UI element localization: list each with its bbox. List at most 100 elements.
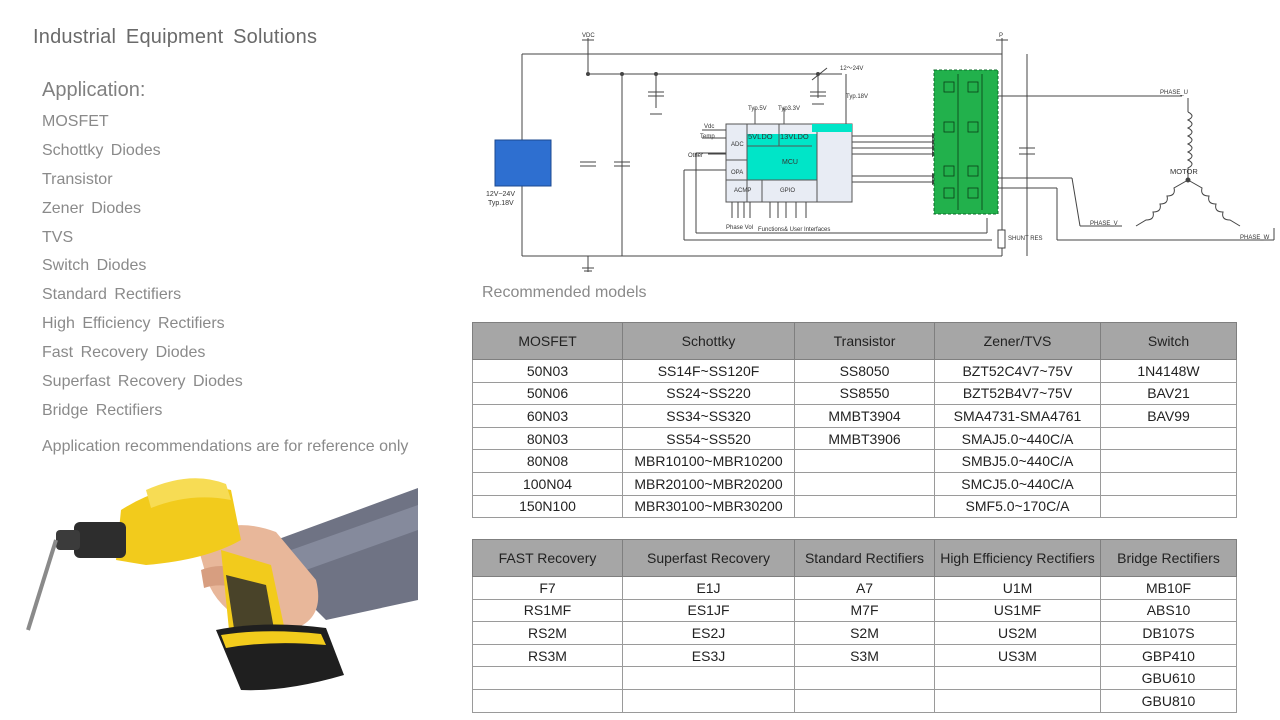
label-phase-u: PHASE_U: [1160, 90, 1188, 96]
application-item: Superfast Recovery Diodes: [42, 373, 243, 391]
table-cell: M7F: [794, 598, 935, 623]
table-cell: [934, 688, 1101, 713]
label-12-24v: 12～24V: [840, 66, 863, 72]
label-vdc: VDC: [582, 33, 595, 39]
label-shunt-res: SHUNT RES: [1008, 236, 1043, 242]
recommended-models-label: Recommended models: [482, 284, 647, 301]
table-cell: 100N04: [472, 471, 623, 496]
application-item: Schottky Diodes: [42, 141, 161, 159]
table-cell: GBU810: [1100, 688, 1237, 713]
table-cell: 150N100: [472, 494, 623, 519]
table-row: GBU610: [472, 666, 1237, 690]
table-cell: MB10F: [1100, 576, 1237, 600]
table-cell: A7: [794, 576, 935, 600]
table-cell: [794, 666, 935, 690]
label-phase-vol: Phase Vol: [726, 225, 753, 231]
column-header: Bridge Rectifiers: [1100, 539, 1237, 577]
table-cell: SS54~SS520: [622, 426, 795, 451]
table-cell: SS34~SS320: [622, 404, 795, 428]
table-cell: GBU610: [1100, 666, 1237, 690]
column-header: FAST Recovery: [472, 539, 623, 577]
column-header: Transistor: [794, 322, 935, 360]
label-p: P: [999, 33, 1003, 39]
table-cell: MMBT3904: [794, 404, 935, 428]
table-cell: [794, 688, 935, 713]
application-item: Fast Recovery Diodes: [42, 344, 206, 362]
table-cell: [472, 688, 623, 713]
table-cell: RS1MF: [472, 598, 623, 623]
table-cell: 50N06: [472, 381, 623, 406]
label-supply-b: Typ.18V: [488, 200, 514, 207]
table-cell: [1100, 494, 1237, 519]
label-13vldo: 13VLDO: [780, 132, 809, 141]
table-cell: RS2M: [472, 621, 623, 645]
table-cell: US1MF: [934, 598, 1101, 623]
table-cell: 80N03: [472, 426, 623, 451]
column-header: Standard Rectifiers: [794, 539, 935, 577]
application-item: Zener Diodes: [42, 199, 142, 217]
table-cell: SMAJ5.0~440C/A: [934, 426, 1101, 451]
label-motor: MOTOR: [1170, 167, 1198, 176]
reference-note: Application recommendations are for refe…: [42, 438, 409, 455]
table-cell: US2M: [934, 621, 1101, 645]
table-cell: S3M: [794, 643, 935, 668]
cordless-drill-image: [26, 478, 418, 691]
table-cell: SMBJ5.0~440C/A: [934, 449, 1101, 473]
table-cell: DB107S: [1100, 621, 1237, 645]
table-cell: SS8050: [794, 359, 935, 383]
label-gpio: GPIO: [780, 188, 795, 194]
table-cell: 80N08: [472, 449, 623, 473]
label-acmp: ACMP: [734, 188, 751, 194]
application-item: MOSFET: [42, 113, 109, 130]
label-5vldo: 5VLDO: [748, 132, 773, 141]
table-cell: MBR10100~MBR10200: [622, 449, 795, 473]
table-cell: ES1JF: [622, 598, 795, 623]
column-header: Zener/TVS: [934, 322, 1101, 360]
table-cell: 50N03: [472, 359, 623, 383]
label-phase-v: PHASE_V: [1090, 221, 1118, 227]
table-cell: MBR20100~MBR20200: [622, 471, 795, 496]
table-cell: SMF5.0~170C/A: [934, 494, 1101, 519]
table-cell: [1100, 449, 1237, 473]
application-item: Standard Rectifiers: [42, 286, 182, 304]
table-cell: BZT52B4V7~75V: [934, 381, 1101, 406]
label-vdc-in: Vdc: [704, 124, 714, 130]
label-typ18: Typ.18V: [846, 94, 868, 100]
table-cell: S2M: [794, 621, 935, 645]
label-mcu: MCU: [782, 159, 798, 166]
motor-drive-circuit-diagram: VDC P 12～24V Typ.18V 12V~24V Typ.18V Typ…: [486, 33, 1275, 272]
table-cell: BAV99: [1100, 404, 1237, 428]
table-cell: BZT52C4V7~75V: [934, 359, 1101, 383]
label-phase-w: PHASE_W: [1240, 235, 1270, 241]
column-header: Schottky: [622, 322, 795, 360]
table-cell: 1N4148W: [1100, 359, 1237, 383]
table-cell: [794, 494, 935, 519]
label-opa: OPA: [731, 170, 743, 176]
label-typ33v: Typ3.3V: [778, 106, 800, 112]
label-other-in: Other: [688, 153, 703, 159]
table-cell: ES3J: [622, 643, 795, 668]
label-temp-in: Temp: [700, 134, 715, 140]
application-heading: Application:: [42, 79, 146, 101]
application-item: Switch Diodes: [42, 257, 147, 275]
table-cell: MMBT3906: [794, 426, 935, 451]
column-header: MOSFET: [472, 322, 623, 360]
table-cell: BAV21: [1100, 381, 1237, 406]
table-cell: MBR30100~MBR30200: [622, 494, 795, 519]
label-adc: ADC: [731, 142, 744, 148]
label-supply-a: 12V~24V: [486, 191, 515, 198]
table-cell: SMA4731-SMA4761: [934, 404, 1101, 428]
label-functions: Functions& User Interfaces: [758, 227, 830, 233]
application-item: Transistor: [42, 170, 113, 188]
column-header: Switch: [1100, 322, 1237, 360]
column-header: Superfast Recovery: [622, 539, 795, 577]
application-item: High Efficiency Rectifiers: [42, 315, 225, 333]
